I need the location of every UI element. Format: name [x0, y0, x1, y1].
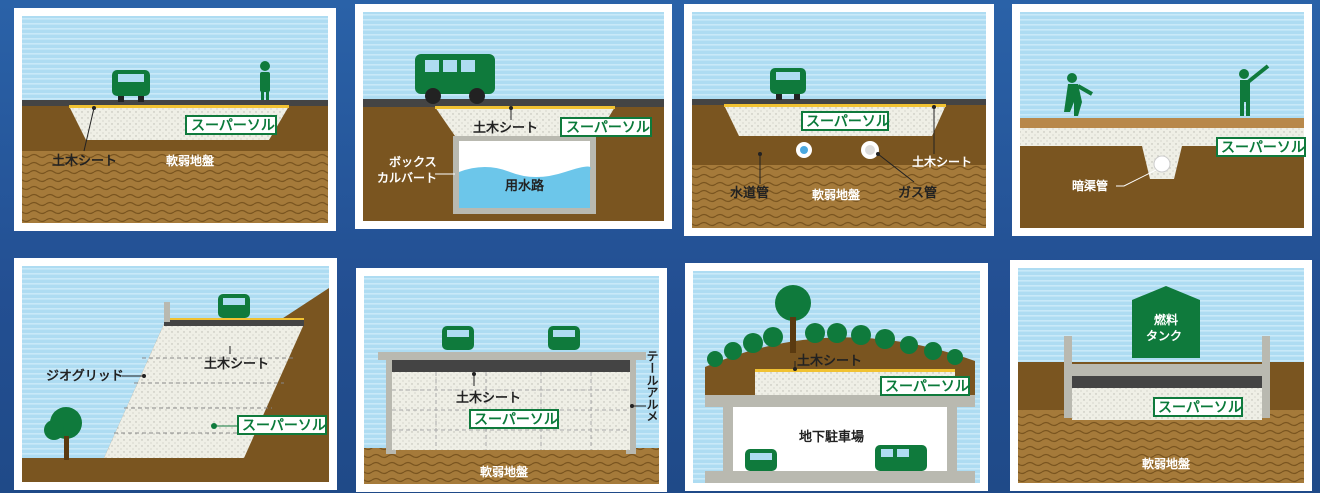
- gas-pipe-label: ガス管: [898, 185, 937, 201]
- box-culvert-label-2: カルバート: [377, 171, 437, 185]
- baseball-batter-icon: [1239, 64, 1270, 116]
- geotextile-label: 土木シート: [456, 390, 521, 406]
- panel-underground-parking: 土木シート スーパーソル 地下駐車場: [685, 263, 988, 491]
- geotextile-label: 土木シート: [204, 356, 269, 372]
- super-soil-label: スーパーソル: [1158, 400, 1242, 416]
- tree-icon: [44, 407, 82, 460]
- tree-icon: [775, 285, 811, 353]
- panel-fuel-tank: 燃料 タンク スーパーソル 軟弱地盤: [1010, 260, 1312, 491]
- panel-soft-ground-road: スーパーソル 土木シート 軟弱地盤: [14, 8, 336, 231]
- panel-pipes: スーパーソル 土木シート 水道管 軟弱地盤 ガス管: [684, 4, 994, 236]
- geotextile-label: 土木シート: [912, 154, 972, 169]
- water-pipe-label: 水道管: [730, 185, 769, 201]
- geogrid-label: ジオグリッド: [46, 368, 124, 384]
- super-soil-label: スーパーソル: [1221, 140, 1305, 156]
- shrub-row-icon: [707, 323, 963, 367]
- fuel-tank-label-2: タンク: [1146, 329, 1182, 343]
- car-icon: [218, 294, 250, 318]
- super-soil-label: スーパーソル: [885, 379, 969, 395]
- geotextile-label: 土木シート: [473, 120, 538, 136]
- car-icon: [745, 449, 777, 471]
- car-icon: [442, 326, 474, 350]
- panel-drain: スーパーソル 暗渠管: [1012, 4, 1312, 236]
- geotextile-label: 土木シート: [52, 153, 117, 169]
- suv-icon: [875, 445, 927, 471]
- soft-ground-label: 軟弱地盤: [812, 187, 861, 202]
- suv-icon: [415, 54, 495, 104]
- car-icon: [112, 70, 150, 102]
- panel-tail-alarme: 土木シート スーパーソル 軟弱地盤 テールアルメ: [356, 268, 667, 492]
- car-icon: [770, 68, 806, 100]
- tail-alarme-label: テールアルメ: [645, 350, 659, 422]
- soft-ground-label: 軟弱地盤: [166, 153, 215, 168]
- super-soil-label: スーパーソル: [474, 412, 558, 428]
- super-soil-label: スーパーソル: [191, 118, 275, 134]
- soft-ground-label: 軟弱地盤: [1142, 456, 1191, 471]
- fuel-tank-label-1: 燃料: [1154, 312, 1178, 327]
- irrigation-channel-label: 用水路: [504, 178, 545, 194]
- panel-geogrid-slope: 土木シート ジオグリッド スーパーソル: [14, 258, 337, 490]
- panel-box-culvert: 土木シート スーパーソル ボックス カルバート 用水路: [355, 4, 672, 229]
- underground-parking-label: 地下駐車場: [799, 429, 864, 445]
- box-culvert-label-1: ボックス: [389, 154, 437, 169]
- car-icon: [548, 326, 580, 350]
- super-soil-label: スーパーソル: [566, 120, 650, 136]
- fuel-tank-icon: [1132, 286, 1200, 358]
- person-icon: [260, 61, 270, 100]
- baseball-player-icon: [1064, 73, 1093, 116]
- geotextile-label: 土木シート: [797, 353, 862, 369]
- drain-pipe-label: 暗渠管: [1072, 178, 1108, 193]
- soft-ground-label: 軟弱地盤: [480, 464, 529, 479]
- super-soil-label: スーパーソル: [242, 418, 326, 434]
- super-soil-label: スーパーソル: [806, 114, 890, 130]
